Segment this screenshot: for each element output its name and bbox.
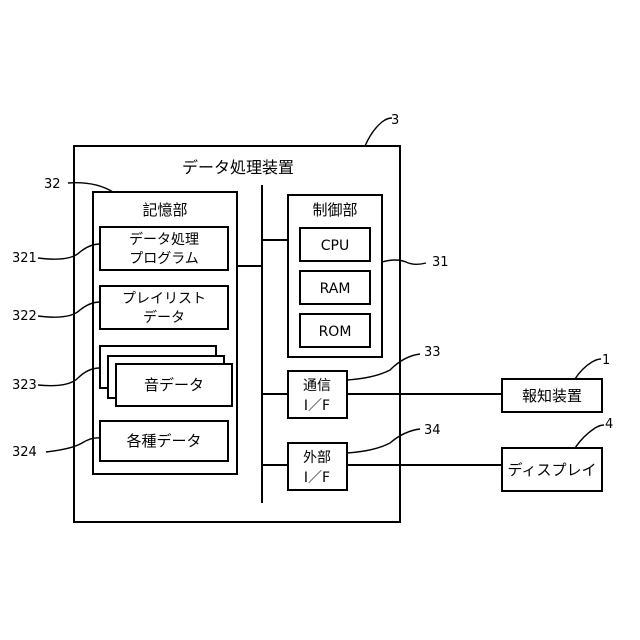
ram-label: RAM — [320, 281, 351, 297]
ref-33-label: 33 — [424, 345, 441, 360]
ref-1-leader — [575, 359, 601, 379]
storage-unit-title: 記憶部 — [142, 201, 187, 219]
program-label-line2: プログラム — [129, 251, 199, 267]
ref-31-label: 31 — [432, 255, 449, 270]
cpu-label: CPU — [321, 238, 349, 254]
ref-322-label: 322 — [12, 309, 37, 324]
playlist-label-line2: データ — [143, 309, 185, 326]
ref-321-label: 321 — [12, 251, 37, 266]
ref-323-label: 323 — [12, 378, 37, 393]
playlist-label-line1: プレイリスト — [122, 291, 206, 307]
rom-label: ROM — [319, 324, 352, 340]
program-label-line1: データ処理 — [129, 231, 199, 248]
ref-4-leader — [575, 425, 604, 448]
notification-device-label: 報知装置 — [522, 387, 582, 405]
ext-if-label-line2: I／F — [304, 470, 330, 486]
comm-if-label-line1: 通信 — [303, 378, 331, 394]
ref-32-label: 32 — [44, 177, 61, 192]
data-processing-device-title: データ処理装置 — [182, 158, 294, 177]
comm-if-label-line2: I／F — [304, 398, 330, 414]
sound-data-label: 音データ — [144, 376, 204, 394]
ref-1-label: 1 — [602, 353, 610, 368]
ref-4-label: 4 — [605, 417, 613, 432]
control-unit-title: 制御部 — [312, 201, 357, 219]
ref-3-label: 3 — [391, 113, 399, 128]
ref-3-leader — [365, 118, 392, 146]
display-label: ディスプレイ — [508, 461, 597, 479]
ref-324-label: 324 — [12, 445, 37, 460]
various-data-label: 各種データ — [126, 432, 201, 450]
ext-if-label-line1: 外部 — [303, 450, 331, 466]
ref-34-label: 34 — [424, 423, 441, 438]
